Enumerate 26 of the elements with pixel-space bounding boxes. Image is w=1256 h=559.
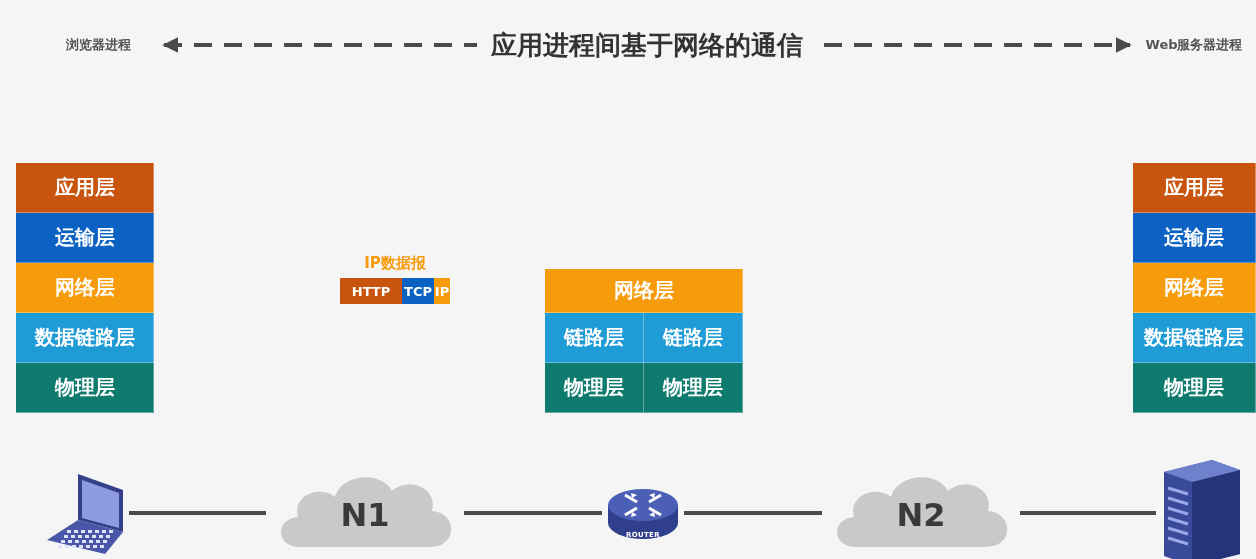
process-label: 浏览器进程 xyxy=(36,32,160,58)
connector-line xyxy=(684,511,822,515)
protocol-layer: 网络层 xyxy=(545,269,743,313)
protocol-layer: 应用层 xyxy=(1133,163,1256,213)
header-field: IP xyxy=(434,278,450,304)
protocol-layer: 数据链路层 xyxy=(16,313,154,363)
header-field: TCP xyxy=(402,278,434,304)
protocol-layer: 运输层 xyxy=(1133,213,1256,263)
protocol-layer: 网络层 xyxy=(16,263,154,313)
connector-line xyxy=(464,511,602,515)
process-label: Web服务器进程 xyxy=(1134,32,1254,58)
protocol-layer: 运输层 xyxy=(16,213,154,263)
packet-title: IP数据报 xyxy=(363,254,427,273)
protocol-layer: 应用层 xyxy=(16,163,154,213)
protocol-layer: 链路层 xyxy=(545,313,644,363)
network-label: N1 xyxy=(340,495,390,534)
connector-line xyxy=(1020,511,1156,515)
protocol-layer: 物理层 xyxy=(1133,363,1256,413)
protocol-layer: 数据链路层 xyxy=(1133,313,1256,363)
protocol-layer: 物理层 xyxy=(545,363,644,413)
protocol-layer: 物理层 xyxy=(16,363,154,413)
protocol-layer: 链路层 xyxy=(644,313,743,363)
protocol-layer: 物理层 xyxy=(644,363,743,413)
connector-line xyxy=(129,511,266,515)
network-label: N2 xyxy=(896,495,946,534)
protocol-layer: 网络层 xyxy=(1133,263,1256,313)
